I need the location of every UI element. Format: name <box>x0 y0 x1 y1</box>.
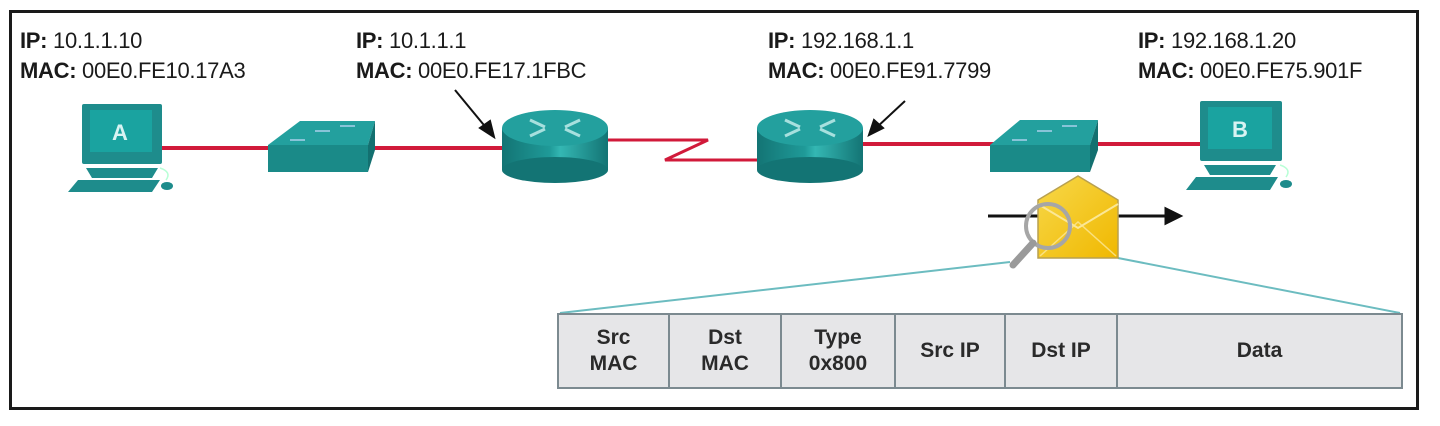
router-2-icon <box>757 110 863 183</box>
serial-link <box>605 138 760 162</box>
host-a-label: IP: 10.1.1.10 MAC: 00E0.FE10.17A3 <box>20 28 246 83</box>
pdu-field-src-ip: Src IP <box>896 315 1006 387</box>
envelope-pdu-icon <box>1037 175 1119 259</box>
ethernet-links <box>158 142 1205 150</box>
pdu-field-data: Data <box>1236 339 1283 362</box>
switch-1-icon <box>268 121 375 172</box>
host-b-label: IP: 192.168.1.20 MAC: 00E0.FE75.901F <box>1138 28 1363 83</box>
svg-text:B: B <box>1232 117 1248 142</box>
magnifier-icon <box>1009 202 1072 269</box>
pc-b-icon: B <box>1186 101 1292 190</box>
pc-a-icon: A <box>68 104 173 192</box>
svg-text:A: A <box>112 120 128 145</box>
arrow-to-router-1 <box>454 89 496 140</box>
router-2-label: IP: 192.168.1.1 MAC: 00E0.FE91.7799 <box>768 28 991 83</box>
router-1-label: IP: 10.1.1.1 MAC: 00E0.FE17.1FBC <box>356 28 587 83</box>
pdu-callout-lines <box>559 257 1401 314</box>
arrow-to-router-2 <box>867 100 906 137</box>
router-1-icon <box>502 110 608 183</box>
switch-2-icon <box>990 120 1098 172</box>
pdu-field-dst-ip: Dst IP <box>1006 315 1118 387</box>
